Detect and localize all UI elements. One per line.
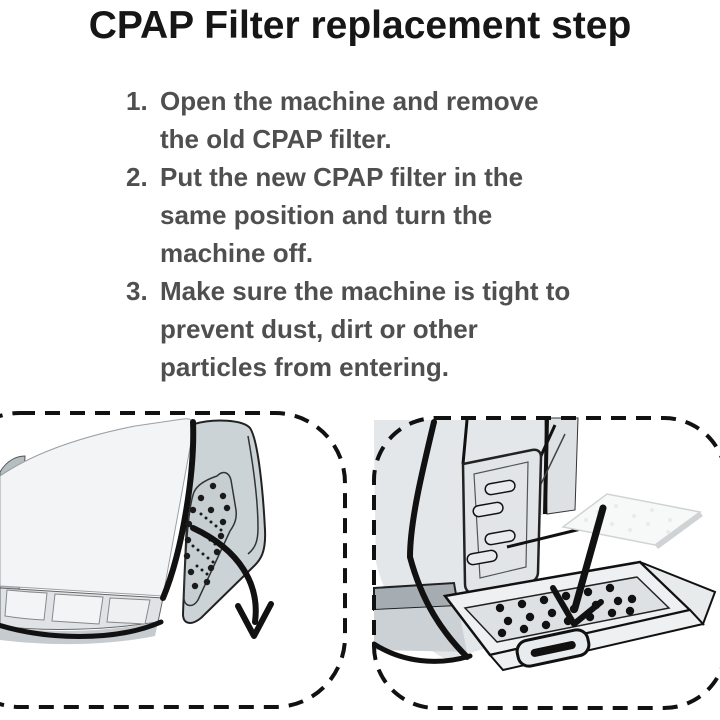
down-arrow-icon bbox=[550, 504, 607, 627]
body-seam-line bbox=[461, 419, 469, 465]
step-line: prevent dust, dirt or other bbox=[160, 314, 478, 344]
dashed-panel-border bbox=[0, 411, 347, 709]
dashed-panel-border bbox=[372, 416, 720, 710]
filter-recess-inner bbox=[473, 461, 529, 579]
step-line: the old CPAP filter. bbox=[160, 124, 392, 154]
step-number: 1. bbox=[126, 86, 148, 116]
base-outline bbox=[372, 641, 473, 664]
step-item-1: 1. Open the machine and remove the old C… bbox=[126, 82, 570, 158]
base-segment bbox=[51, 593, 104, 625]
step-line: Put the new CPAP filter in the bbox=[160, 162, 524, 192]
step-line: Make sure the machine is tight to bbox=[160, 276, 571, 306]
step-line: machine off. bbox=[160, 238, 314, 268]
step-text: Open the machine and remove the old CPAP… bbox=[160, 82, 539, 158]
machine-open-illustration bbox=[372, 416, 720, 710]
machine-body bbox=[0, 418, 195, 597]
step-line: particles from entering. bbox=[160, 352, 449, 382]
filter-vent-dots bbox=[183, 482, 231, 590]
base-shadow bbox=[0, 622, 158, 645]
front-edge-outline bbox=[406, 419, 470, 660]
recess-pegs bbox=[466, 479, 516, 566]
tray-handle bbox=[515, 628, 591, 668]
page-title: CPAP Filter replacement step bbox=[88, 4, 632, 47]
panel-trim-line bbox=[247, 435, 259, 555]
machine-closed-illustration bbox=[0, 411, 347, 709]
figure-remove-old-filter bbox=[0, 410, 350, 710]
door-shelf-line bbox=[506, 526, 586, 549]
step-text: Make sure the machine is tight to preven… bbox=[160, 272, 570, 386]
step-item-2: 2. Put the new CPAP filter in the same p… bbox=[126, 158, 570, 272]
base-segment bbox=[106, 597, 151, 625]
step-item-3: 3. Make sure the machine is tight to pre… bbox=[126, 272, 570, 386]
step-number: 3. bbox=[126, 276, 148, 306]
curved-arrow-icon bbox=[190, 525, 274, 639]
step-line: same position and turn the bbox=[160, 200, 493, 230]
machine-base bbox=[374, 606, 467, 652]
step-line: Open the machine and remove bbox=[160, 86, 539, 116]
filter-recess bbox=[461, 448, 543, 595]
base-outline bbox=[0, 619, 164, 639]
step-list: 1. Open the machine and remove the old C… bbox=[126, 82, 570, 386]
step-number: 2. bbox=[126, 162, 148, 192]
base-segment bbox=[4, 589, 48, 621]
door-frame-edge bbox=[543, 417, 549, 515]
step-text: Put the new CPAP filter in the same posi… bbox=[160, 158, 523, 272]
panel-edge-outline bbox=[160, 419, 197, 601]
filter-pad bbox=[561, 493, 703, 549]
figure-insert-new-filter bbox=[372, 412, 720, 712]
